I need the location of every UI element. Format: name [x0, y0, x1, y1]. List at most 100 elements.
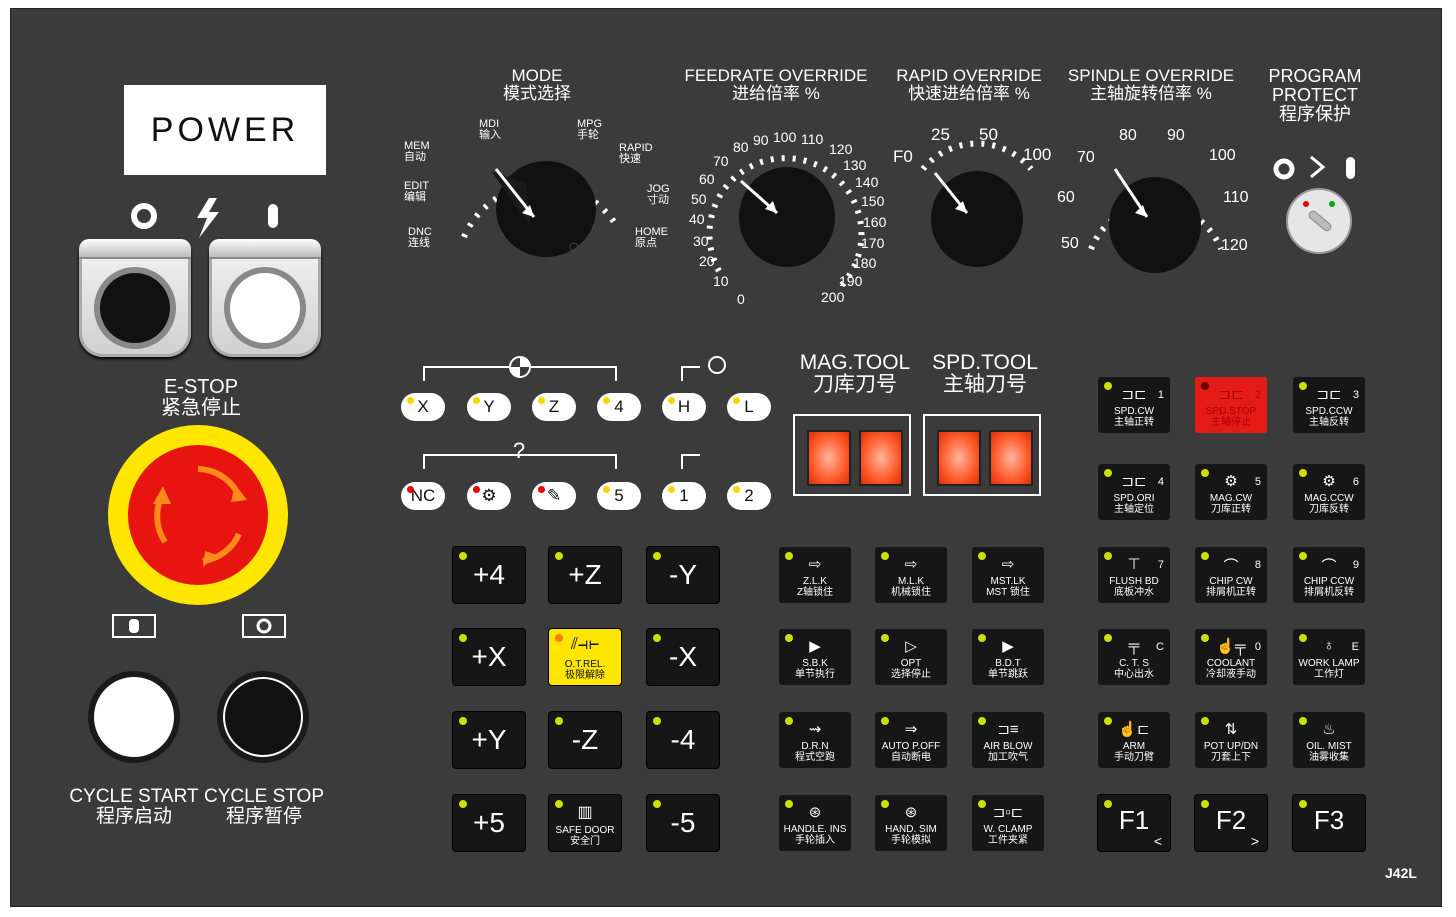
- jog-minus-5-key[interactable]: -5: [647, 795, 719, 851]
- chip-conveyor-reverse-icon: ⌒: [1321, 558, 1337, 575]
- program-protect-key[interactable]: [1269, 149, 1369, 259]
- machine-lock-icon: ⇨: [904, 556, 918, 573]
- nc-button[interactable]: NC: [401, 482, 445, 510]
- jog-plus-x-key[interactable]: +X: [453, 629, 525, 685]
- axis-5-button[interactable]: 5: [597, 482, 641, 510]
- gear-question-button[interactable]: ⚙: [467, 482, 511, 510]
- rapid-override-knob[interactable]: [901, 129, 1051, 279]
- model-label: J42L: [1385, 865, 1417, 881]
- power-on-button[interactable]: [100, 273, 170, 343]
- select-2-button[interactable]: 2: [727, 482, 771, 510]
- cycle-start-icon: [112, 614, 156, 638]
- power-label: POWER: [150, 110, 300, 149]
- circle-icon: [131, 203, 157, 229]
- feedrate-override-knob[interactable]: [691, 121, 891, 311]
- question-mark: ?: [512, 438, 526, 463]
- magazine-cw-icon: ⚙: [1224, 473, 1238, 490]
- gear-icon: ⚙: [481, 486, 497, 505]
- jog-minus-y-key[interactable]: -Y: [647, 547, 719, 603]
- cycle-start-button[interactable]: [88, 671, 180, 763]
- jog-minus-4-key[interactable]: -4: [647, 712, 719, 768]
- power-indicator-icons: [131, 198, 278, 238]
- handwheel-sim-icon: ⊛: [904, 804, 918, 821]
- spindle-override-knob[interactable]: [1071, 129, 1251, 279]
- spd-tool-display: [923, 414, 1041, 496]
- jog-minus-x-key[interactable]: -X: [647, 629, 719, 685]
- jog-plus-5-key[interactable]: +5: [453, 795, 525, 851]
- bar-icon: [268, 204, 278, 228]
- single-block-icon: ▶: [809, 638, 821, 655]
- axis-4-button[interactable]: 4: [597, 393, 641, 421]
- select-1-button[interactable]: 1: [662, 482, 706, 510]
- axis-y-button[interactable]: Y: [467, 393, 511, 421]
- hand-arm-icon: ☝⊏: [1118, 721, 1150, 738]
- power-on-guard: [79, 239, 191, 357]
- lamp-icon: ♁: [1323, 637, 1335, 654]
- ot-release-key[interactable]: ⫽⊣⊢O.T.REL.极限解除: [549, 629, 621, 685]
- axis-x-button[interactable]: X: [401, 393, 445, 421]
- dry-run-icon: ⇝: [808, 721, 822, 738]
- f3-key[interactable]: F3: [1293, 795, 1365, 851]
- handwheel-l-button[interactable]: L: [727, 393, 771, 421]
- block-delete-icon: ▶: [1002, 638, 1014, 655]
- cycle-icons: [112, 614, 286, 638]
- mag-tool-display: [793, 414, 911, 496]
- emergency-stop-button[interactable]: [107, 424, 289, 606]
- jog-plus-4-key[interactable]: +4: [453, 547, 525, 603]
- center-coolant-icon: ╤: [1128, 637, 1140, 654]
- air-blow-icon: ⊐≡: [997, 721, 1019, 738]
- handwheel-h-button[interactable]: H: [662, 393, 706, 421]
- jog-plus-y-key[interactable]: +Y: [453, 712, 525, 768]
- f1-key[interactable]: F1<: [1098, 795, 1170, 851]
- tool-icon: ✎: [546, 486, 562, 505]
- f2-key[interactable]: F2>: [1195, 795, 1267, 851]
- coolant-icon: ☝╤: [1216, 638, 1246, 655]
- power-off-icon: ⇒: [904, 721, 918, 738]
- feedrate-scale: 0 10 20 30 40 50 60 70 80 90 100 110 120…: [689, 129, 887, 307]
- axis-z-button[interactable]: Z: [532, 393, 576, 421]
- tool-question-button[interactable]: ✎: [532, 482, 576, 510]
- cycle-stop-button[interactable]: [217, 671, 309, 763]
- mode-selector-knob[interactable]: [396, 109, 696, 279]
- power-off-button[interactable]: [230, 273, 300, 343]
- jog-plus-z-key[interactable]: +Z: [549, 547, 621, 603]
- jog-minus-z-key[interactable]: -Z: [549, 712, 621, 768]
- oil-mist-icon: ♨: [1322, 721, 1336, 738]
- handwheel-icon: ⊛: [808, 804, 822, 821]
- unlocked-icon: [1273, 158, 1295, 180]
